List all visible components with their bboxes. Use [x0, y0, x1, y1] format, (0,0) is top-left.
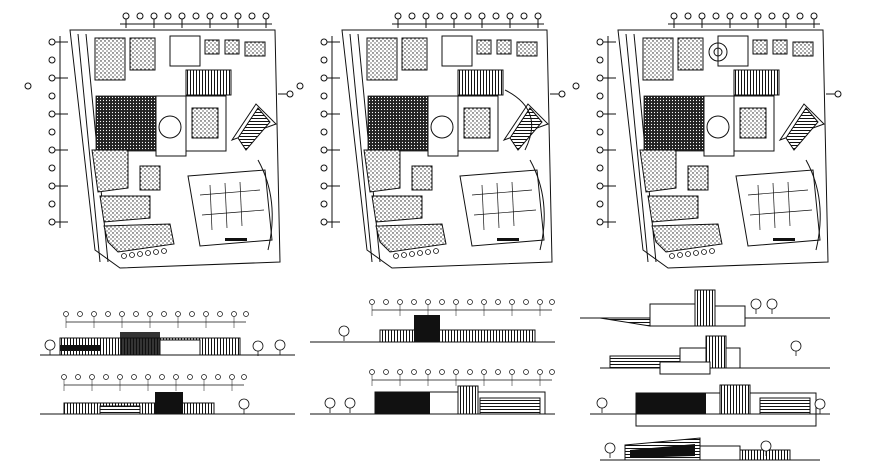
elevation-middle-bottom: [310, 369, 555, 415]
elevation-middle-top: [310, 299, 555, 343]
section-right-1: [580, 289, 830, 327]
section-right-4: [600, 437, 820, 461]
site-plan-2: [296, 12, 566, 269]
site-plan-1: [24, 12, 294, 269]
section-right-2: [600, 335, 830, 375]
elevation-left-bottom: [40, 374, 295, 415]
site-plan-3: [572, 12, 842, 269]
section-right-3: [590, 384, 830, 427]
elevation-left-top: [40, 311, 295, 357]
